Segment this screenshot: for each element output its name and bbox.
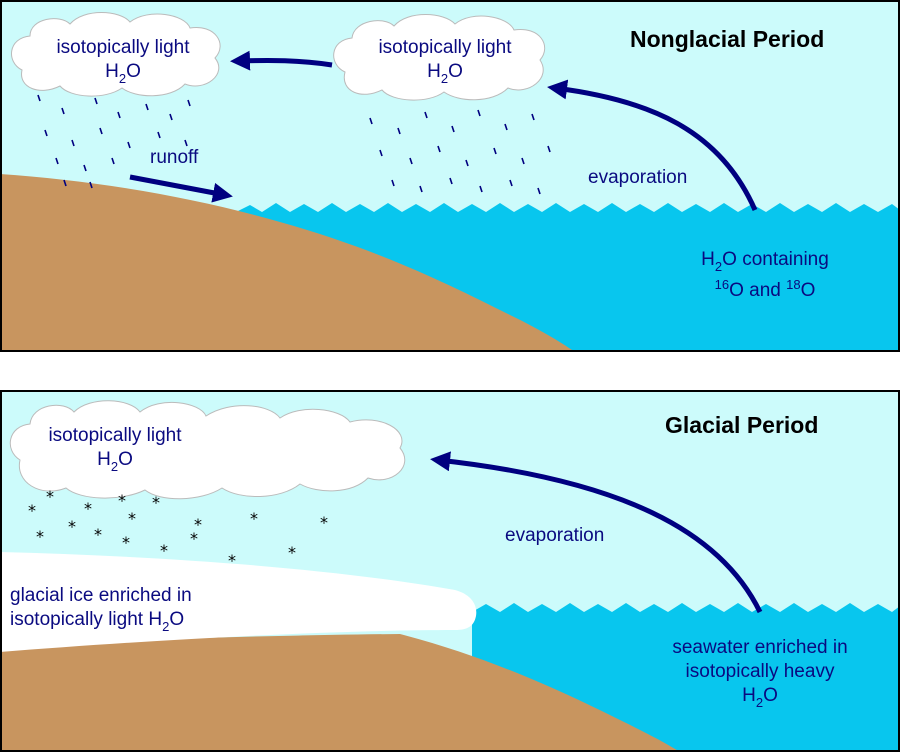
glacial-panel: *** *** *** *** *** ** Glacial Period is…: [0, 390, 900, 752]
svg-text:*: *: [194, 515, 202, 534]
cloud-line1: isotopically light: [48, 425, 182, 446]
svg-text:*: *: [190, 529, 198, 548]
cloud-left: [11, 12, 221, 97]
ice-label: glacial ice enriched in isotopically lig…: [10, 584, 192, 634]
cloud-left-line1: isotopically light: [56, 37, 190, 58]
cloud-formula: H2O: [97, 449, 133, 474]
cloud: [9, 400, 406, 500]
ice-label-line1: glacial ice enriched in: [10, 585, 192, 606]
nonglacial-panel: Nonglacial Period isotopically light H2O…: [0, 0, 900, 352]
ocean-label-top: H2O containing 16O and 18O: [660, 248, 870, 304]
rain-left: [37, 94, 191, 189]
ocean-label-bottom-line2: isotopically heavy: [685, 661, 835, 682]
svg-text:*: *: [94, 525, 102, 544]
nonglacial-scene: [0, 0, 900, 352]
svg-text:*: *: [36, 527, 44, 546]
svg-text:*: *: [288, 543, 296, 562]
svg-text:*: *: [118, 491, 126, 510]
svg-text:*: *: [28, 501, 36, 520]
ocean-label-bottom-line1: seawater enriched in: [672, 637, 848, 658]
land: [0, 634, 680, 752]
svg-text:*: *: [46, 487, 54, 506]
cloud-right: [333, 14, 546, 101]
rain-right: [369, 109, 551, 195]
svg-text:*: *: [152, 493, 160, 512]
panel-border: [0, 390, 900, 752]
ocean-label-bottom-formula: H2O: [742, 685, 778, 710]
svg-text:*: *: [160, 541, 168, 560]
svg-text:*: *: [68, 517, 76, 536]
ice-label-line2: isotopically light H2O: [10, 609, 185, 634]
cloud-right-label: isotopically light H2O: [350, 36, 540, 86]
glacial-title: Glacial Period: [665, 412, 819, 438]
arrow-cloud-to-cloud: [230, 50, 333, 71]
snowfall: *** *** *** *** *** **: [28, 487, 328, 570]
arrow-evaporation: [547, 79, 758, 212]
svg-text:*: *: [122, 533, 130, 552]
svg-text:*: *: [320, 513, 328, 532]
glacial-ice: [0, 552, 477, 652]
cloud-label: isotopically light H2O: [20, 424, 210, 474]
land: [0, 174, 575, 352]
evaporation-label-bottom: evaporation: [505, 525, 605, 546]
ocean-label-top-line1: H2O containing: [701, 249, 829, 274]
glacial-scene: *** *** *** *** *** **: [0, 390, 900, 752]
cloud-right-formula: H2O: [427, 61, 463, 86]
ocean-label-top-isotopes: 16O and 18O: [714, 277, 816, 301]
ocean-label-bottom: seawater enriched in isotopically heavy …: [640, 636, 880, 710]
svg-text:*: *: [84, 499, 92, 518]
svg-text:*: *: [228, 551, 236, 570]
nonglacial-title: Nonglacial Period: [630, 26, 825, 52]
arrow-evaporation: [430, 451, 763, 614]
cloud-left-formula: H2O: [105, 61, 141, 86]
panel-border: [0, 0, 900, 352]
evaporation-label-top: evaporation: [588, 167, 688, 188]
cloud-right-line1: isotopically light: [378, 37, 512, 58]
svg-text:*: *: [250, 509, 258, 528]
arrow-runoff: [129, 174, 233, 203]
svg-text:*: *: [128, 509, 136, 528]
cloud-left-label: isotopically light H2O: [28, 36, 218, 86]
runoff-label: runoff: [150, 147, 199, 168]
